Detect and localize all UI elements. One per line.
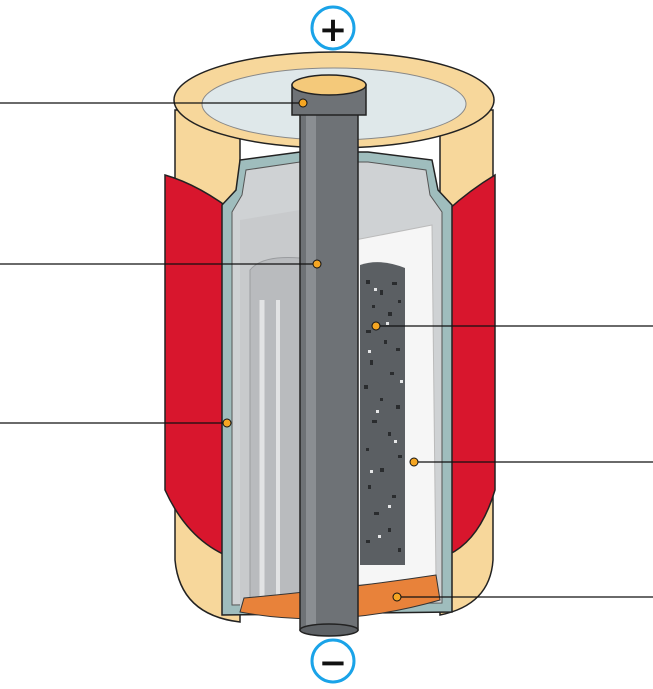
negative-terminal: − bbox=[310, 638, 356, 684]
callout-cap bbox=[0, 98, 308, 108]
positive-symbol: + bbox=[319, 10, 348, 50]
carbon-rod bbox=[299, 99, 359, 637]
negative-symbol: − bbox=[319, 643, 348, 683]
positive-terminal: + bbox=[310, 5, 356, 51]
callout-carbon-rod bbox=[0, 259, 322, 269]
inner-cavity-left bbox=[240, 210, 301, 610]
callout-zinc-can bbox=[0, 418, 232, 428]
cap bbox=[291, 74, 367, 116]
cathode-mix bbox=[360, 262, 405, 565]
callout-separator bbox=[409, 457, 653, 467]
callout-bottom-insulator bbox=[392, 592, 653, 602]
callout-cathode-mix bbox=[371, 321, 653, 331]
